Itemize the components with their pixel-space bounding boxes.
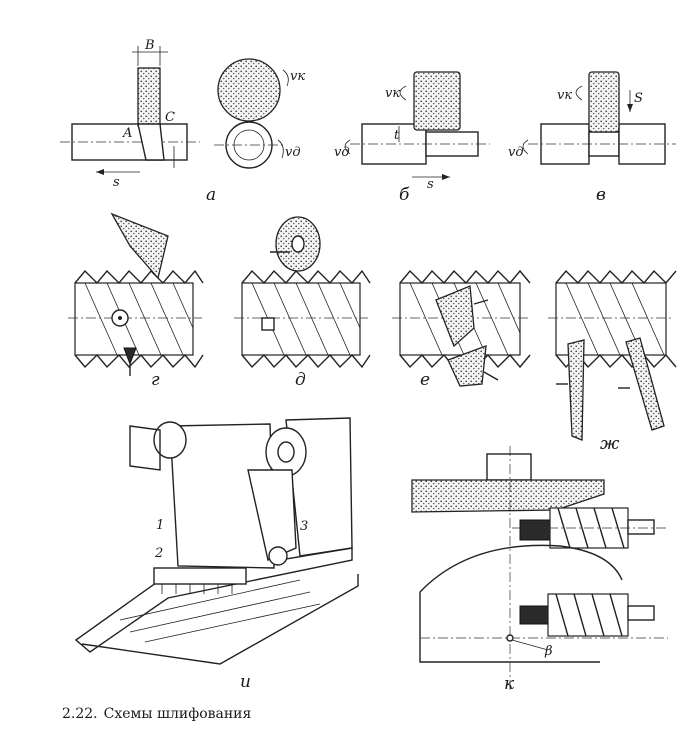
- scheme-d: [234, 216, 371, 369]
- scheme-v: [522, 71, 676, 165]
- label-zh: ж: [600, 434, 620, 454]
- figure-number: 2.22.: [62, 706, 98, 722]
- scheme-i: [74, 417, 359, 665]
- callout-3: 3: [300, 519, 309, 534]
- symbol-vk-v: vк: [557, 88, 573, 103]
- label-v: в: [596, 185, 606, 205]
- symbol-C: C: [165, 110, 175, 125]
- label-g: г: [151, 370, 160, 390]
- callout-1: 1: [156, 518, 165, 533]
- symbol-A: A: [123, 126, 133, 141]
- label-a: а: [206, 185, 217, 205]
- symbol-width-B: B: [145, 38, 155, 53]
- symbol-vk-a: vк: [290, 69, 306, 84]
- label-d: д: [295, 370, 306, 390]
- label-i: и: [240, 672, 251, 692]
- symbol-feed-S-v: S: [634, 91, 643, 106]
- symbol-beta: β: [545, 644, 553, 659]
- scheme-k: [411, 446, 668, 690]
- scheme-a: [60, 46, 289, 175]
- symbol-vk-b: vк: [385, 86, 401, 101]
- symbol-vd-v: vд: [508, 145, 524, 160]
- scheme-g: [68, 212, 204, 376]
- scheme-zh: [548, 269, 677, 441]
- symbol-vd-a: vд: [285, 145, 301, 160]
- symbol-feed-s-b: s: [427, 177, 434, 192]
- symbol-t: t: [394, 128, 400, 143]
- figure-caption: 2.22. Схемы шлифования: [62, 706, 257, 722]
- scheme-b: [344, 71, 490, 180]
- symbol-vd-b: vд: [334, 145, 350, 160]
- label-e: е: [420, 370, 431, 390]
- symbol-feed-s-a: s: [113, 175, 120, 190]
- label-k: к: [504, 674, 515, 694]
- figure-title: Схемы шлифования: [103, 706, 252, 722]
- scheme-e: [392, 269, 531, 387]
- label-b: б: [399, 185, 410, 205]
- callout-2: 2: [155, 546, 164, 561]
